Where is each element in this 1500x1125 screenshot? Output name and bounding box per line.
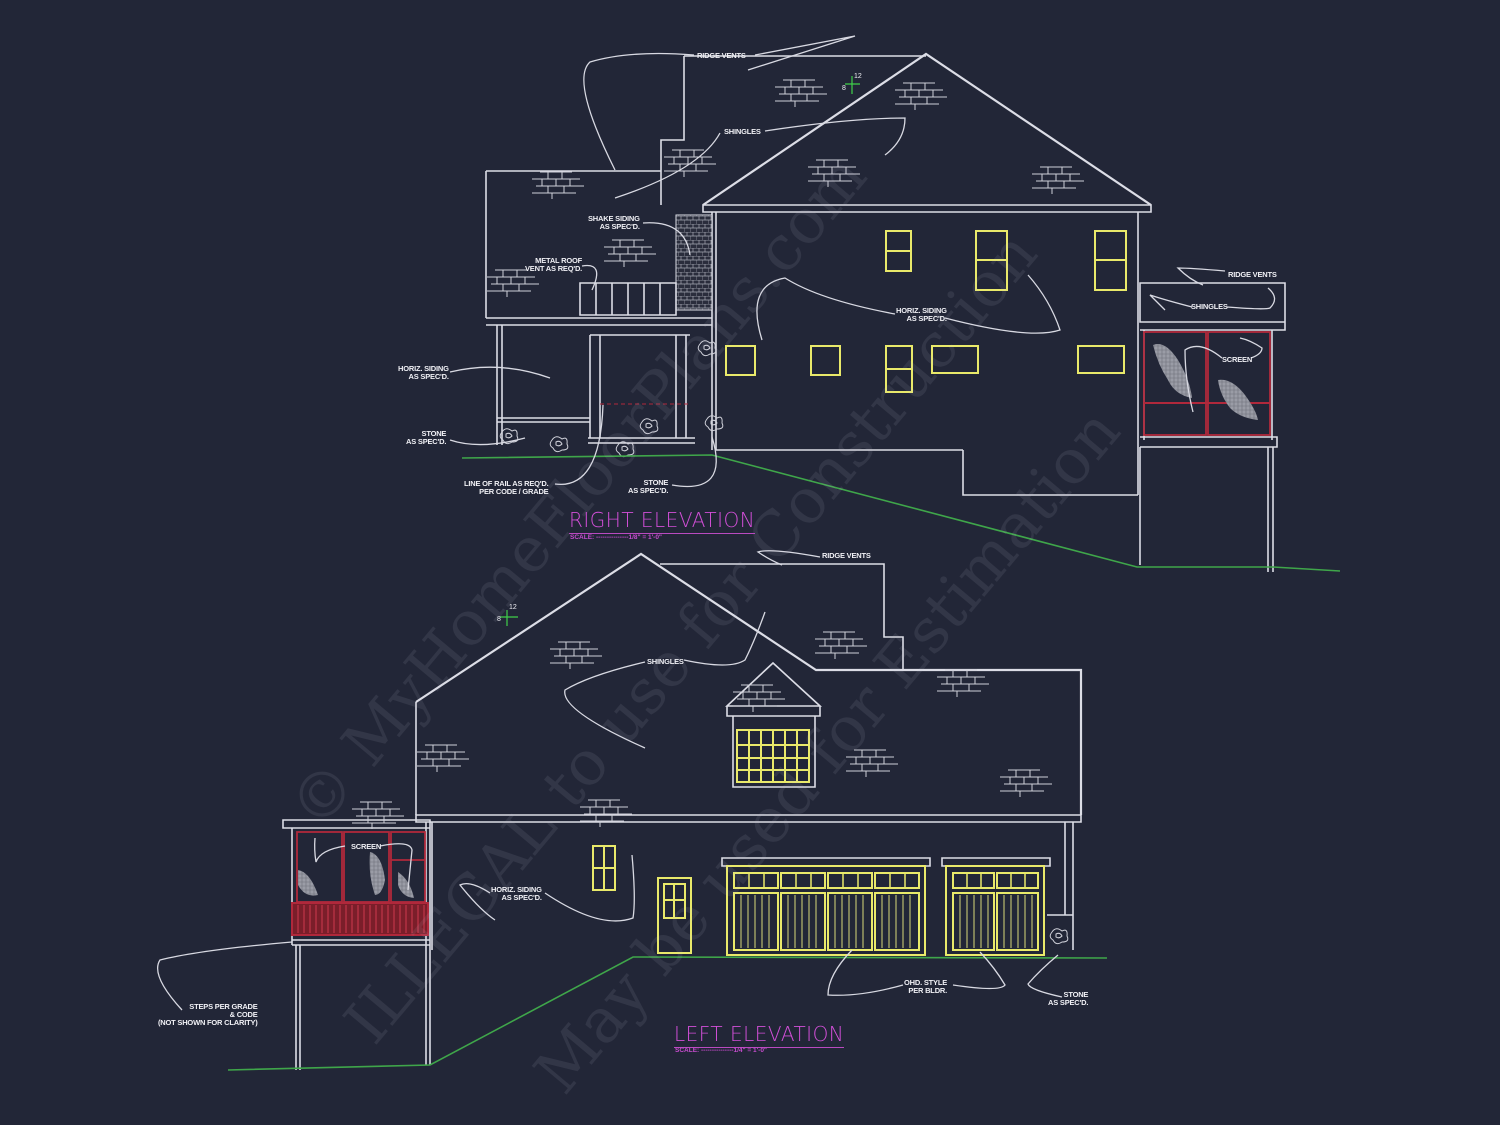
- pitch-rise-left: 8: [497, 616, 501, 623]
- left-elevation-title: LEFT ELEVATION: [674, 1022, 845, 1048]
- note-metal-roof: METAL ROOF VENT AS REQ'D.: [525, 256, 583, 273]
- note-shake-siding: SHAKE SIDING AS SPEC'D.: [588, 214, 640, 231]
- note-stone-left-elev: STONE AS SPEC'D.: [1048, 990, 1089, 1007]
- note-shingles-main: SHINGLES: [724, 127, 761, 136]
- note-steps: STEPS PER GRADE & CODE (NOT SHOWN FOR CL…: [158, 1002, 258, 1027]
- note-horiz-siding-main: HORIZ. SIDING AS SPEC'D.: [896, 306, 947, 323]
- right-elevation-title: RIGHT ELEVATION: [569, 508, 756, 534]
- note-ridge-vents-main: RIDGE VENTS: [697, 51, 746, 60]
- note-ridge-vents-left: RIDGE VENTS: [822, 551, 871, 560]
- note-screen-left: SCREEN: [351, 842, 382, 851]
- note-horiz-siding-left: HORIZ. SIDING AS SPEC'D.: [398, 364, 449, 381]
- right-elevation-scale: SCALE: ---------------1/8" = 1'-0": [570, 534, 663, 541]
- note-shingles-porch: SHINGLES: [1191, 302, 1228, 311]
- right-elevation: [449, 35, 1341, 572]
- note-horiz-siding-left-elev: HORIZ. SIDING AS SPEC'D.: [491, 885, 542, 902]
- pitch-run-right: 12: [854, 73, 862, 80]
- note-stone-left: STONE AS SPEC'D.: [406, 429, 447, 446]
- note-line-of-rail: LINE OF RAIL AS REQ'D. PER CODE / GRADE: [464, 479, 549, 496]
- left-elevation-scale: SCALE: ---------------1/4" = 1'-0": [675, 1047, 768, 1054]
- pitch-rise-right: 8: [842, 85, 846, 92]
- note-ridge-vents-porch: RIDGE VENTS: [1228, 270, 1277, 279]
- left-elevation: [156, 550, 1108, 1071]
- note-ohd-style: OHD. STYLE PER BLDR.: [904, 978, 948, 995]
- note-shingles-left: SHINGLES: [647, 657, 684, 666]
- garage-doors: [721, 857, 1051, 956]
- pitch-run-left: 12: [509, 604, 517, 611]
- note-stone-right: STONE AS SPEC'D.: [628, 478, 669, 495]
- right-elevation-windows: [725, 230, 1127, 393]
- note-screen-right: SCREEN: [1222, 355, 1253, 364]
